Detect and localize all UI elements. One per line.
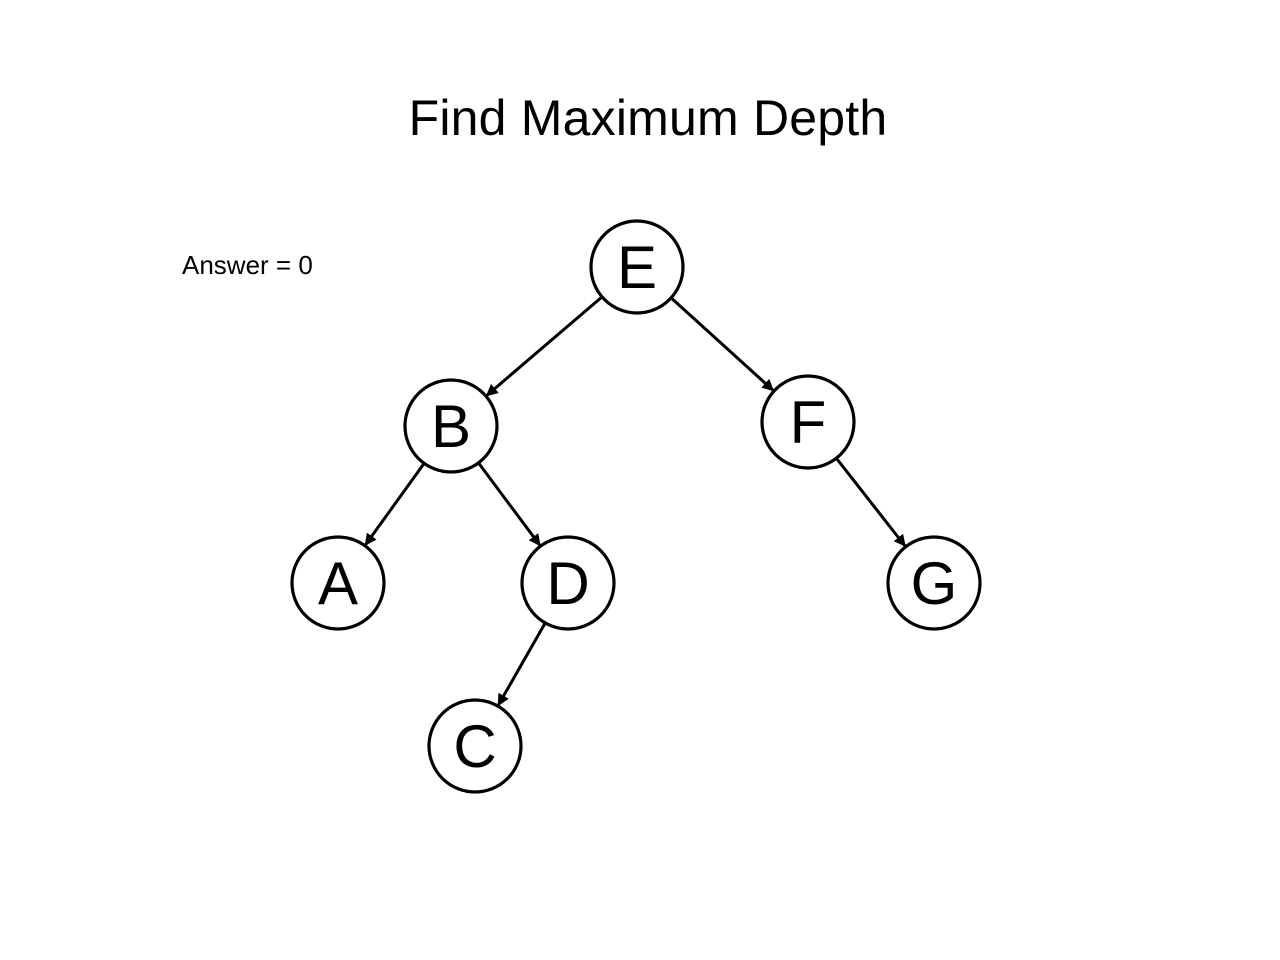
tree-node-G: G — [886, 535, 982, 631]
edge-F-to-G — [835, 457, 907, 547]
node-circle — [403, 378, 499, 474]
tree-node-F: F — [760, 374, 856, 470]
edge-B-to-D — [477, 461, 542, 547]
answer-label: Answer = 0 — [182, 250, 313, 280]
node-circle — [290, 535, 386, 631]
tree-node-A: A — [290, 535, 386, 631]
node-circle — [427, 698, 523, 794]
tree-node-E: E — [589, 219, 685, 315]
edge-B-to-A — [364, 462, 426, 546]
nodes-layer: E B F A D G C — [290, 219, 982, 794]
node-circle — [520, 535, 616, 631]
node-label: E — [617, 234, 657, 301]
edge-E-to-F — [670, 296, 775, 392]
edges-layer — [364, 295, 907, 707]
tree-node-B: B — [403, 378, 499, 474]
page-title: Find Maximum Depth — [408, 90, 888, 146]
node-label: C — [453, 713, 496, 780]
node-label: B — [431, 393, 471, 460]
tree-node-C: C — [427, 698, 523, 794]
node-label: G — [911, 550, 958, 617]
node-label: A — [318, 550, 358, 617]
tree-node-D: D — [520, 535, 616, 631]
edge-E-to-B — [485, 295, 604, 397]
node-circle — [886, 535, 982, 631]
edge-D-to-C — [496, 622, 547, 707]
node-label: F — [790, 389, 827, 456]
node-circle — [760, 374, 856, 470]
node-label: D — [546, 550, 589, 617]
node-circle — [589, 219, 685, 315]
